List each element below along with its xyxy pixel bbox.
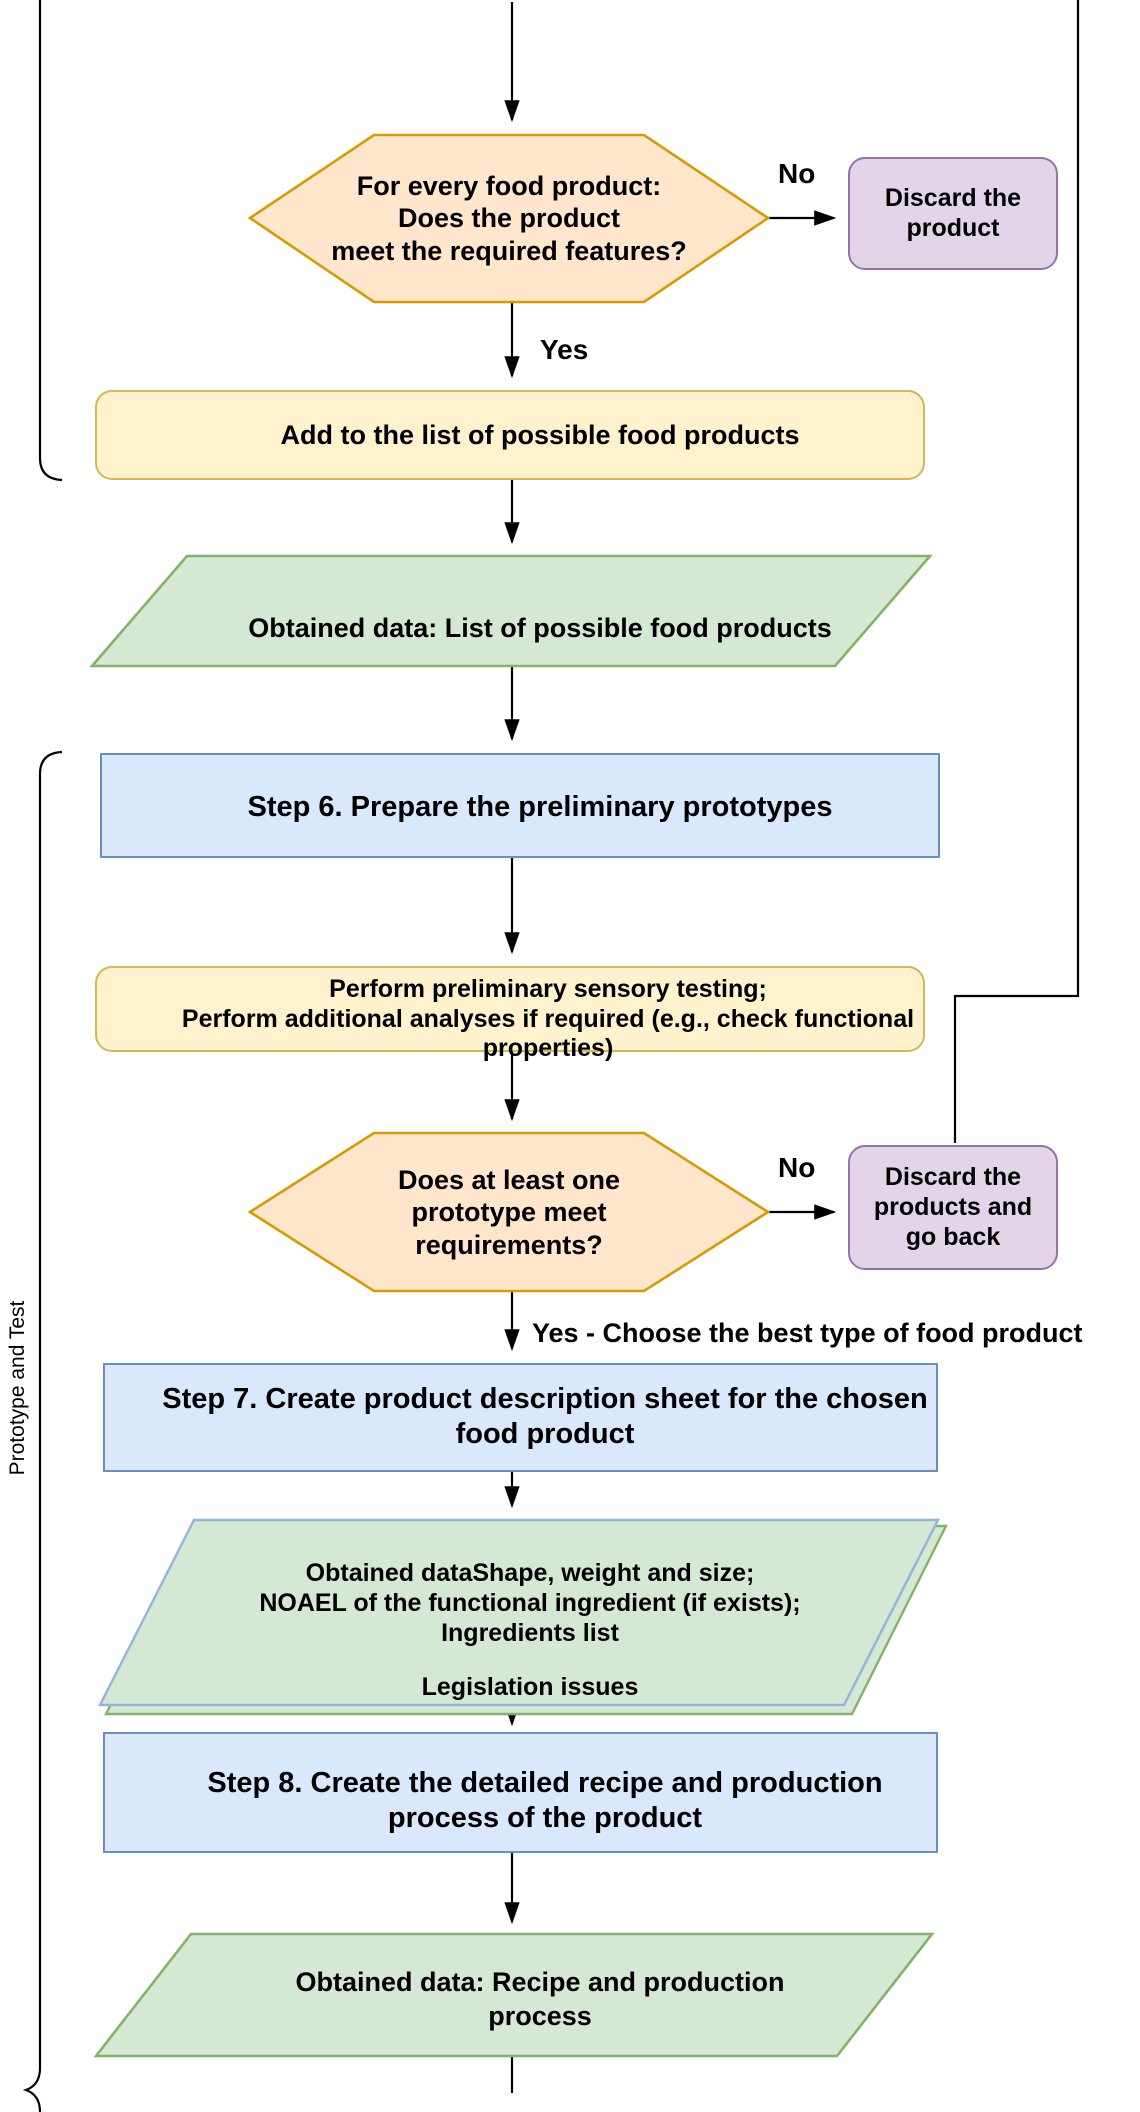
data2-parallelogram-front — [98, 1518, 940, 1707]
loop-bracket-top — [38, 0, 63, 482]
step7-node — [103, 1363, 938, 1472]
discard-product-node — [848, 157, 1058, 270]
discard-go-back-node — [848, 1145, 1058, 1270]
step6-node — [100, 753, 940, 858]
bracket-label-prototype-and-test: Prototype and Test — [6, 1300, 29, 1476]
data3-parallelogram — [93, 1932, 935, 2058]
data1-label: Obtained data: List of possible food pro… — [248, 613, 832, 643]
feedback-line-go-back — [953, 0, 1080, 1143]
prototype-phase-brace — [22, 750, 63, 2112]
edge-label-yes-1: Yes — [540, 334, 589, 365]
data1-parallelogram — [89, 554, 933, 668]
edge-label-no-1: No — [778, 158, 816, 189]
decision1-label: For every food product: Does the product… — [331, 171, 687, 266]
sensory-testing-node — [95, 966, 925, 1052]
discard-go-back-label: Discard the products and go back — [873, 1163, 1033, 1251]
step8-node — [103, 1732, 938, 1853]
decision1-hexagon — [247, 133, 771, 304]
edge-label-no-2: No — [778, 1152, 816, 1183]
step8-label: Step 8. Create the detailed recipe and p… — [207, 1767, 883, 1835]
data3-label: Obtained data: Recipe and production pro… — [295, 1967, 785, 2031]
sensory-testing-label: Perform preliminary sensory testing; Per… — [181, 975, 915, 1062]
decision2-hexagon — [247, 1131, 771, 1293]
data2-label: Obtained dataShape, weight and size; NOA… — [259, 1559, 801, 1701]
decision2-label: Does at least one prototype meet require… — [397, 1165, 621, 1260]
add-to-list-label: Add to the list of possible food product… — [280, 420, 800, 450]
add-to-list-node — [95, 390, 925, 480]
edge-label-yes-2: Yes - Choose the best type of food produ… — [532, 1318, 1083, 1348]
discard-product-label: Discard the product — [884, 184, 1022, 242]
step7-label: Step 7. Create product description sheet… — [162, 1383, 928, 1451]
step6-label: Step 6. Prepare the preliminary prototyp… — [247, 791, 833, 823]
